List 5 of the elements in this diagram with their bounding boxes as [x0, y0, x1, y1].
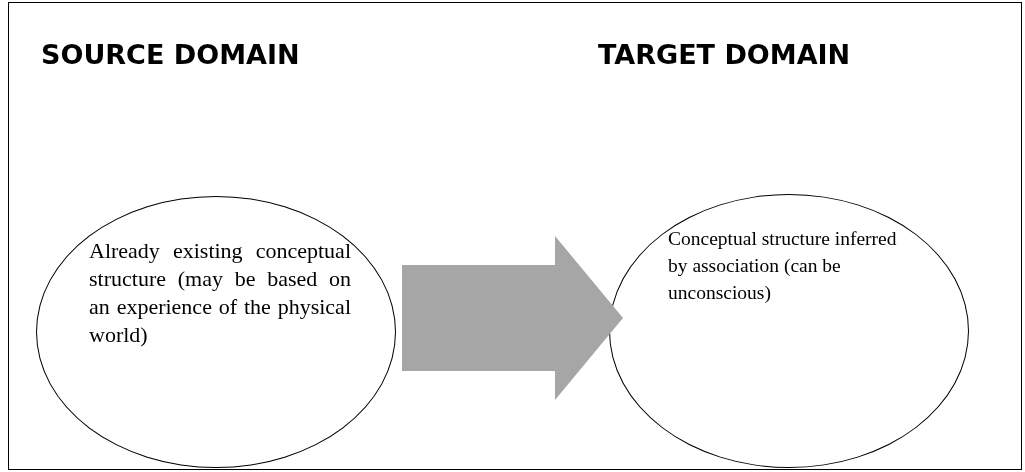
domain-description: Conceptual structure inferred by association (can be unconscious): [668, 227, 898, 305]
domain-heading: SOURCE DOMAIN: [41, 39, 300, 70]
block-arrow: [402, 236, 623, 400]
domain-description: Already existing conceptual structure (may be based on an experience of the physical world): [89, 237, 351, 349]
domain-heading: TARGET DOMAIN: [598, 39, 851, 70]
